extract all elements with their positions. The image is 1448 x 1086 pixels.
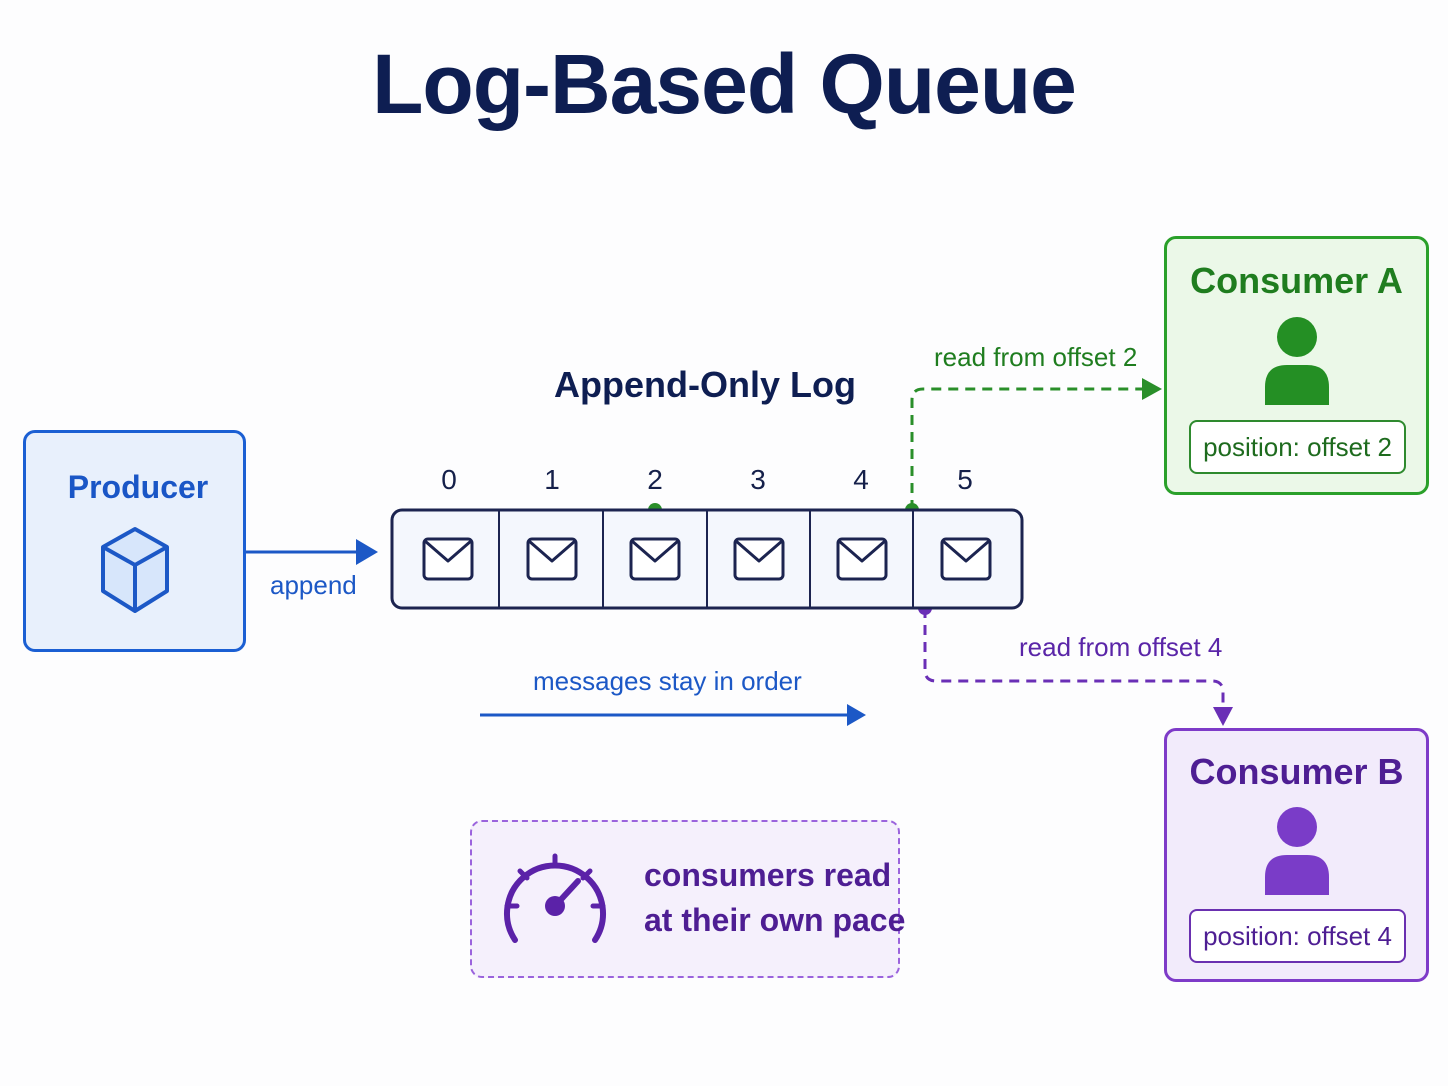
consumer-b-title: Consumer B	[1189, 751, 1404, 792]
envelope-icon	[629, 537, 681, 581]
read-label-b: read from offset 4	[1019, 632, 1223, 662]
user-icon	[1265, 317, 1329, 405]
offset-label: 5	[957, 464, 973, 495]
pace-callout	[470, 820, 900, 978]
append-label: append	[270, 570, 357, 600]
offset-label: 4	[853, 464, 869, 495]
read-path-b	[918, 601, 1233, 726]
consumer-b-position: position: offset 4	[1189, 909, 1406, 963]
offset-label: 0	[441, 464, 457, 495]
log-title: Append-Only Log	[554, 364, 856, 405]
append-only-log	[390, 508, 1024, 610]
cube-icon	[101, 527, 169, 613]
envelope-icon	[836, 537, 888, 581]
offset-label: 2	[647, 464, 663, 495]
append-arrow	[246, 539, 378, 565]
producer-label: Producer	[67, 469, 209, 505]
read-path-a	[905, 378, 1162, 517]
order-label: messages stay in order	[533, 666, 802, 696]
pace-text-line1: consumers read	[644, 857, 892, 893]
user-icon	[1265, 807, 1329, 895]
offset-label: 1	[544, 464, 560, 495]
page-title: Log-Based Queue	[372, 37, 1077, 131]
envelope-icon	[526, 537, 578, 581]
envelope-icon	[422, 537, 474, 581]
offset-label: 3	[750, 464, 766, 495]
consumer-a-title: Consumer A	[1190, 260, 1403, 301]
order-arrow	[480, 704, 866, 726]
consumer-a-position: position: offset 2	[1189, 420, 1406, 474]
envelope-icon	[940, 537, 992, 581]
pace-text-line2: at their own pace	[644, 902, 906, 938]
speedometer-icon	[504, 853, 606, 943]
read-label-a: read from offset 2	[934, 342, 1138, 372]
envelope-icon	[733, 537, 785, 581]
